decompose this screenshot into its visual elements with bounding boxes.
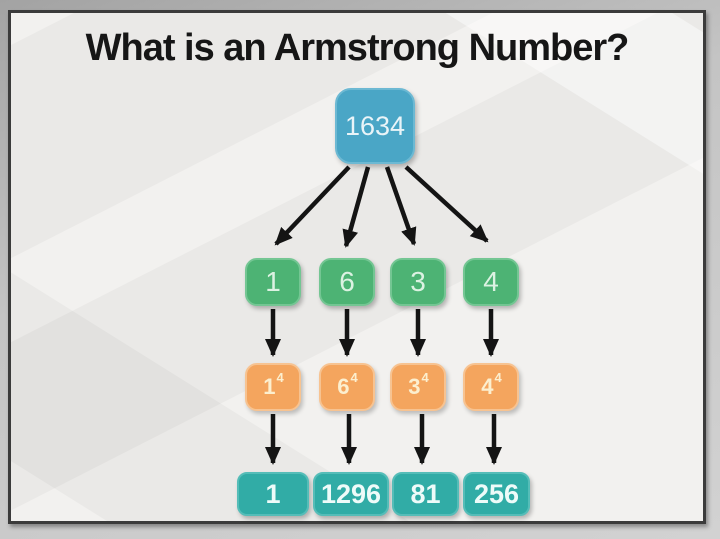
power-box-2: 64 — [319, 363, 375, 411]
digit-label: 3 — [410, 266, 426, 297]
result-box-1: 1 — [237, 472, 309, 516]
digit-label: 6 — [339, 266, 355, 297]
page-title: What is an Armstrong Number? — [85, 27, 630, 69]
result-box-2: 1296 — [313, 472, 389, 516]
background-swoosh — [11, 170, 440, 521]
result-label: 256 — [473, 478, 520, 509]
digit-box-3: 3 — [390, 258, 446, 306]
power-label: 34 — [408, 369, 429, 399]
result-box-4: 256 — [463, 472, 530, 516]
root-number-box: 1634 — [335, 88, 415, 164]
power-box-4: 44 — [463, 363, 519, 411]
result-box-3: 81 — [392, 472, 459, 516]
digit-label: 4 — [483, 266, 499, 297]
power-label: 44 — [481, 369, 502, 399]
digit-box-2: 6 — [319, 258, 375, 306]
root-number-label: 1634 — [344, 110, 406, 141]
digit-box-1: 1 — [245, 258, 301, 306]
result-label: 1 — [265, 478, 281, 509]
result-label: 81 — [410, 478, 441, 509]
result-label: 1296 — [320, 478, 382, 509]
power-label: 14 — [263, 369, 284, 399]
power-label: 64 — [337, 369, 358, 399]
power-box-3: 34 — [390, 363, 446, 411]
power-box-1: 14 — [245, 363, 301, 411]
digit-label: 1 — [265, 266, 281, 297]
digit-box-4: 4 — [463, 258, 519, 306]
